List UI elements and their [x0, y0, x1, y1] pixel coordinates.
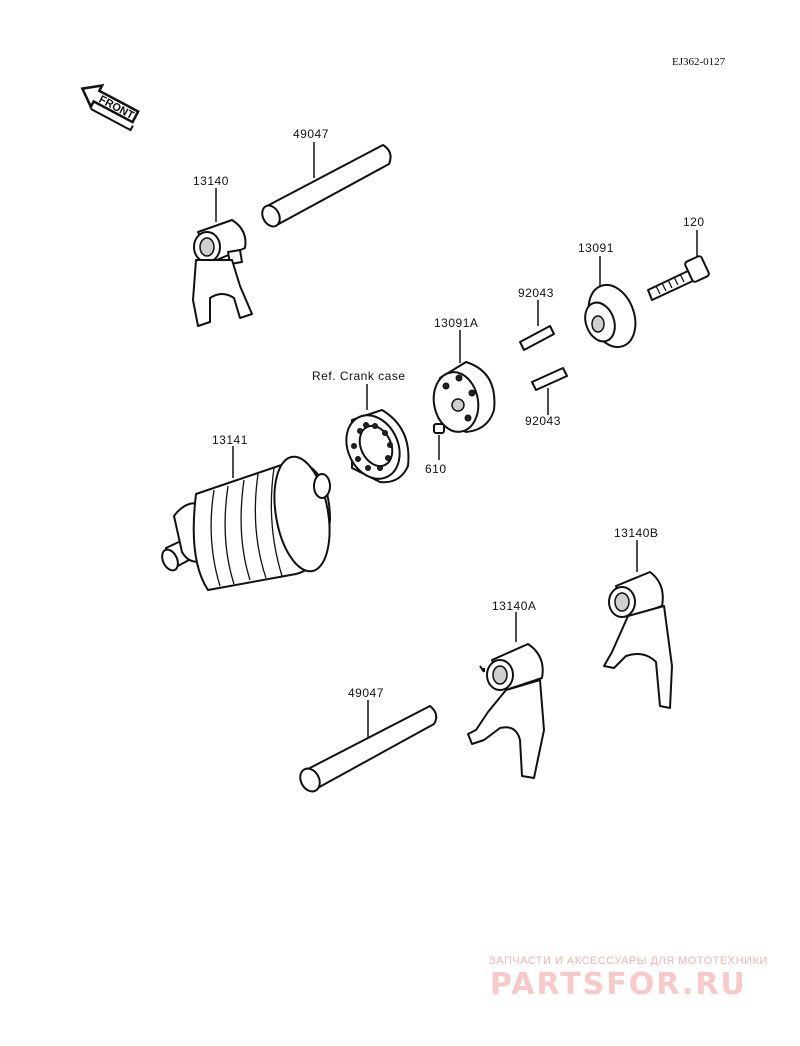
shaft-bottom: 49047: [299, 686, 438, 793]
label-fork-a: 13140A: [492, 599, 536, 613]
pin-bottom: 92043: [525, 367, 568, 428]
holder: 13091A: [432, 316, 496, 433]
label-fork-b: 13140B: [614, 526, 658, 540]
label-ref-crank-case: Ref. Crank case: [312, 369, 406, 383]
fork-a: 13140A: [467, 599, 545, 779]
label-bolt: 120: [683, 215, 705, 229]
shift-drum: 13141: [161, 433, 331, 591]
front-arrow-icon: FRONT: [80, 83, 140, 132]
label-drum: 13141: [212, 433, 248, 447]
label-pin-bottom: 92043: [525, 414, 561, 428]
label-shaft-top: 49047: [293, 127, 329, 141]
watermark-logo: PARTSFOR.RU: [490, 967, 747, 1002]
fork-b: 13140B: [603, 526, 673, 709]
watermark-tagline: ЗАПЧАСТИ И АКСЕССУАРЫ ДЛЯ МОТОТЕХНИКИ: [489, 955, 768, 967]
label-cam-plate: 13091: [578, 241, 614, 255]
cam-plate: 13091: [578, 241, 637, 348]
fork-top: 13140: [192, 174, 253, 327]
label-holder: 13091A: [434, 316, 478, 330]
bearing: Ref. Crank case: [312, 369, 410, 484]
label-fork-top: 13140: [193, 174, 229, 188]
front-label: FRONT: [97, 94, 136, 123]
pin-top: 92043: [518, 286, 555, 351]
diagram-code: EJ362-0127: [672, 56, 726, 68]
label-shaft-bottom: 49047: [348, 686, 384, 700]
label-pin-top: 92043: [518, 286, 554, 300]
bolt: 120: [647, 215, 710, 301]
shaft-top: 49047: [261, 127, 392, 228]
dowel: 610: [425, 423, 447, 476]
label-dowel: 610: [425, 462, 447, 476]
